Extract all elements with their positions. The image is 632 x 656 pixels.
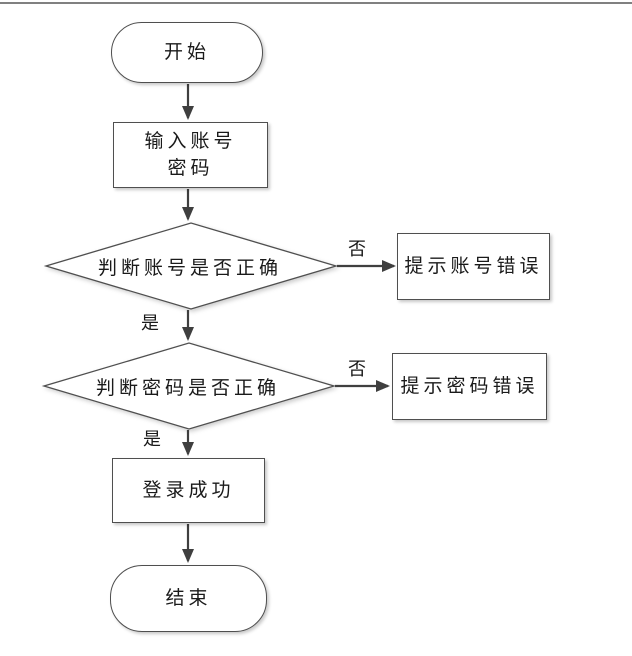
decision-account-label: 判断账号是否正确 [97, 257, 282, 279]
account-error-node: 提示账号错误 [397, 233, 550, 300]
start-node: 开始 [111, 22, 263, 83]
edge-label-yes-password: 是 [143, 429, 161, 449]
login-success-node: 登录成功 [112, 458, 265, 523]
edge-label-no-password: 否 [348, 359, 366, 379]
decision-account-diamond [43, 222, 339, 310]
top-border-line [0, 2, 632, 4]
input-account-password-node: 输入账号 密码 [113, 122, 268, 188]
password-error-node: 提示密码错误 [392, 353, 547, 420]
edge-label-no-account: 否 [348, 239, 366, 259]
decision-password-diamond [41, 342, 337, 430]
edge-label-yes-account: 是 [141, 313, 159, 333]
decision-password-label: 判断密码是否正确 [95, 377, 280, 399]
end-node: 结束 [110, 565, 267, 632]
